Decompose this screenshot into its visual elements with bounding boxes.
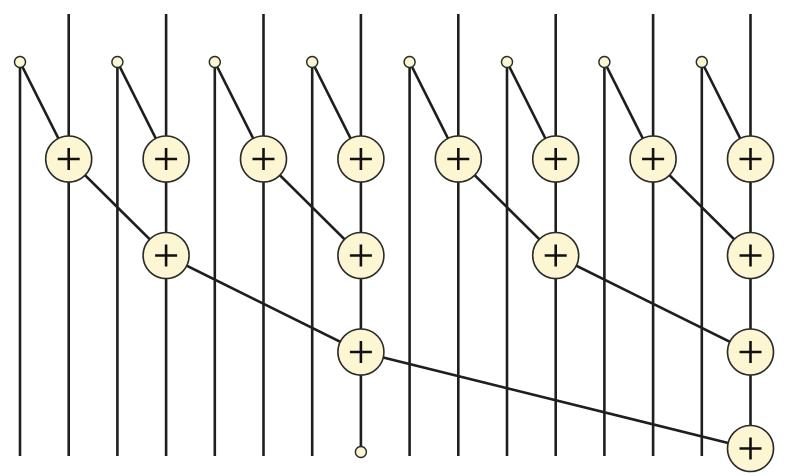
tap-node-6	[306, 55, 319, 69]
link-12-to-13-level-1	[605, 66, 644, 140]
adder-node-w7-l3	[337, 328, 385, 376]
link-7-to-15-level-4	[382, 356, 729, 445]
link-0-to-1-level-1	[21, 66, 60, 140]
link-2-to-3-level-1	[118, 66, 157, 140]
adder-node-w3-l1	[142, 135, 190, 183]
tap-node-14	[695, 55, 708, 69]
link-1-to-3-level-2	[84, 174, 151, 241]
link-3-to-7-level-3	[186, 264, 341, 343]
adders-layer	[44, 135, 775, 473]
adder-node-w1-l1	[44, 135, 93, 183]
link-8-to-9-level-1	[410, 66, 450, 140]
adder-node-w15-l4	[726, 424, 775, 473]
tap-node-2	[111, 55, 124, 69]
adder-node-w7-l1	[337, 135, 385, 183]
adder-node-w11-l1	[531, 135, 580, 183]
tap-node-8	[403, 55, 416, 69]
adder-node-w15-l3	[726, 328, 775, 376]
wires-layer	[18, 14, 752, 456]
adder-node-w5-l1	[239, 135, 288, 183]
tap-node-0	[13, 55, 27, 69]
link-6-to-7-level-1	[313, 66, 352, 140]
link-4-to-5-level-1	[216, 66, 255, 140]
link-10-to-11-level-1	[508, 66, 547, 140]
tap-node-4	[208, 55, 222, 69]
link-11-to-15-level-3	[575, 264, 731, 343]
link-14-to-15-level-1	[703, 66, 742, 140]
link-9-to-11-level-2	[473, 174, 541, 241]
adder-node-w9-l1	[434, 135, 483, 183]
tap-node-bottom-7	[354, 445, 368, 459]
adder-node-w7-l2	[337, 231, 385, 280]
links-layer	[21, 66, 742, 445]
adder-node-w15-l2	[726, 231, 775, 280]
adder-node-w11-l2	[531, 231, 580, 280]
link-5-to-7-level-2	[278, 174, 346, 241]
link-13-to-15-level-2	[668, 174, 736, 241]
tap-node-10	[500, 55, 514, 69]
adder-node-w15-l1	[726, 135, 775, 183]
adder-node-w13-l1	[629, 135, 677, 183]
tap-node-12	[598, 55, 611, 69]
adder-node-w3-l2	[142, 231, 190, 280]
taps-layer	[13, 55, 708, 459]
